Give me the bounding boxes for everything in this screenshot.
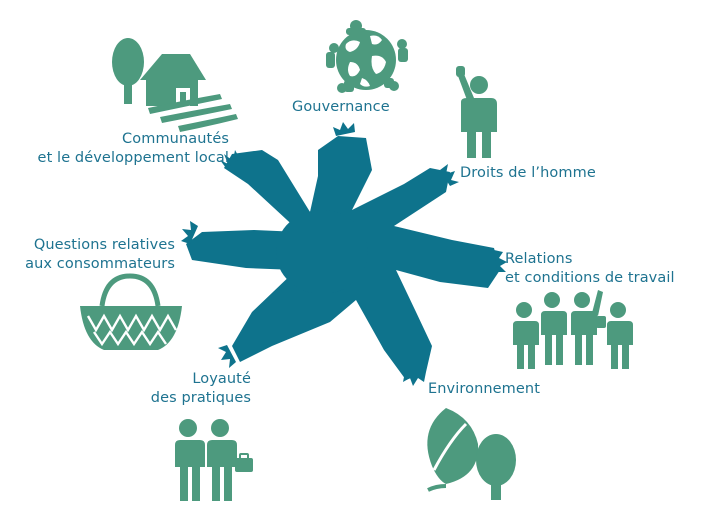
label-communautes-developpement: Communautés et le développement local: [37, 131, 229, 166]
basket-icon: [80, 273, 182, 350]
handshake-people-icon: [175, 419, 253, 501]
center-star: [181, 122, 507, 386]
label-gouvernance: Gouvernance: [292, 99, 390, 115]
workers-group-icon: [513, 290, 633, 369]
label-relations-travail: Relations et conditions de travail: [505, 251, 675, 286]
village-icon: [112, 38, 238, 132]
globe-icon: [326, 20, 408, 93]
raised-fist-icon: [456, 66, 497, 158]
label-environnement: Environnement: [428, 381, 540, 397]
label-questions-consommateurs: Questions relatives aux consommateurs: [25, 237, 175, 272]
label-loyaute-pratiques: Loyauté des pratiques: [150, 371, 251, 406]
label-droits-homme: Droits de l’homme: [460, 165, 596, 181]
leaf-tree-icon: [427, 408, 516, 500]
